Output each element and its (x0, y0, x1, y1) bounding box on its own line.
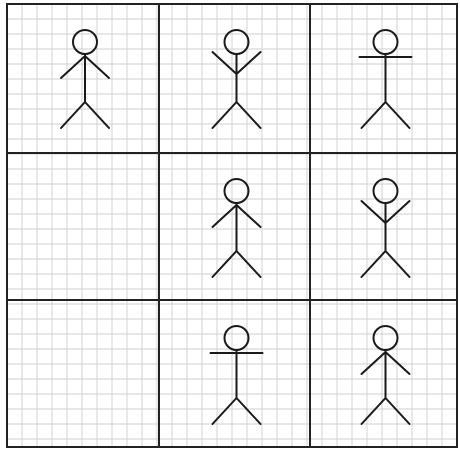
figure-right-leg (237, 251, 261, 277)
stick-figure (213, 179, 261, 277)
figure-right-arm (386, 201, 410, 223)
stick-figure (362, 179, 410, 277)
figure-right-leg (237, 398, 261, 424)
figure-head (374, 326, 398, 350)
figure-right-leg (386, 398, 410, 424)
figure-right-arm (237, 52, 261, 74)
figure-right-arm (386, 352, 410, 374)
figure-left-leg (213, 251, 237, 277)
figure-left-leg (213, 398, 237, 424)
puzzle-cells (61, 30, 412, 424)
puzzle-cell-r1-c2 (362, 179, 410, 277)
figure-right-arm (237, 205, 261, 227)
figure-head (225, 326, 249, 350)
figure-left-arm (61, 56, 85, 78)
figure-left-arm (213, 205, 237, 227)
puzzle-cell-r1-c1 (213, 179, 261, 277)
figure-right-leg (386, 251, 410, 277)
figure-left-arm (213, 52, 237, 74)
